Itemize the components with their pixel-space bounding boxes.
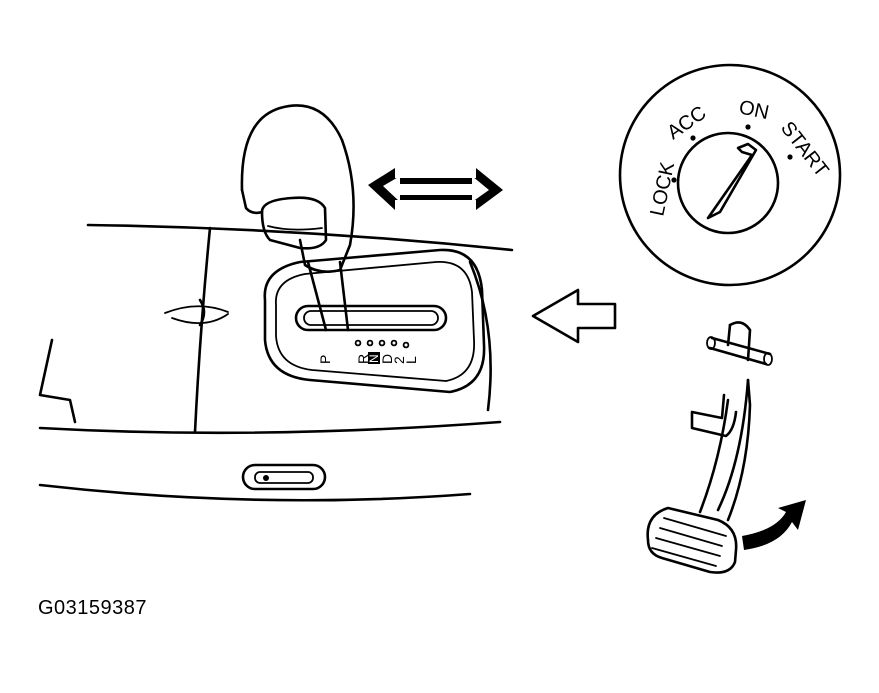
center-console [38, 223, 514, 502]
ignition-label-start: START [776, 118, 833, 182]
shift-lever [240, 104, 355, 332]
ignition-switch [618, 63, 842, 287]
shift-position-labels: P R N D 2 L [317, 354, 419, 364]
ignition-label-on: ON [737, 96, 771, 124]
double-headed-arrow-icon [368, 168, 503, 210]
shift-label-2: 2 [391, 356, 407, 364]
shift-label-p: P [317, 355, 333, 364]
figure-code: G03159387 [38, 597, 148, 619]
curved-arrow-icon [742, 500, 806, 550]
shift-label-d: D [379, 354, 395, 364]
ignition-position-labels: LOCK ACC ON START [646, 96, 832, 218]
ignition-label-acc: ACC [663, 102, 710, 144]
ignition-label-lock: LOCK [646, 160, 679, 218]
left-outline-arrow-icon [531, 288, 617, 344]
shift-gate-plate [263, 248, 486, 394]
shift-label-n: N [367, 354, 381, 363]
console-slot [241, 463, 327, 491]
shift-label-r: R [355, 354, 371, 364]
brake-pedal [646, 321, 773, 574]
shift-label-l: L [403, 356, 419, 364]
